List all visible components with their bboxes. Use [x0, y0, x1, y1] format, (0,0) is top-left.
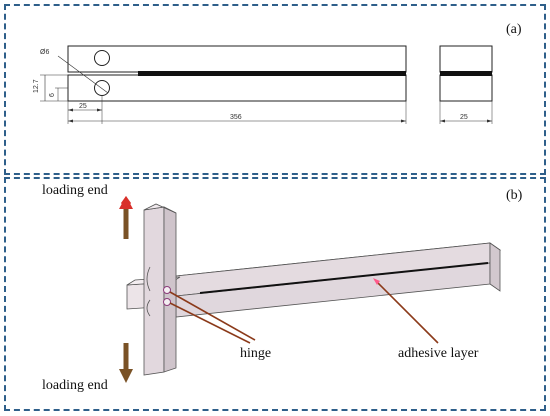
- panel-b-label: (b): [506, 188, 523, 203]
- height-half-text: 6: [49, 93, 56, 97]
- loading-bar-front: [143, 206, 165, 376]
- adhesive-strip: [138, 71, 406, 76]
- length-text: 356: [230, 114, 242, 121]
- arrow-down-head: [119, 369, 133, 383]
- hinge-pointer-1: [169, 291, 256, 341]
- hole-diameter-text: Ø6: [40, 49, 49, 56]
- end-view-adhesive: [440, 71, 492, 76]
- beam-end-face: [489, 242, 501, 292]
- hinge-pointer-2: [169, 302, 251, 344]
- hinge-pin-lower: [163, 298, 171, 306]
- end-view-lower: [439, 74, 493, 102]
- width-text: 25: [460, 114, 468, 121]
- end-view-upper: [439, 45, 493, 73]
- panel-a-frame: [4, 4, 546, 175]
- lower-beam: [67, 74, 407, 102]
- diameter-leader: [57, 55, 109, 94]
- adhesive-line: [199, 262, 489, 294]
- upper-hole: [94, 50, 110, 66]
- panel-b-frame: [4, 177, 546, 411]
- adhesive-pointer: [374, 279, 439, 344]
- upper-beam: [67, 45, 407, 73]
- loading-end-top-label: loading end: [42, 183, 108, 198]
- hinge-pin-upper: [163, 286, 171, 294]
- arrow-down-shaft: [123, 343, 129, 369]
- height-total-text: 12.7: [33, 79, 40, 93]
- arrow-up-shaft: [123, 209, 129, 239]
- loading-end-bottom-label: loading end: [42, 378, 108, 393]
- panel-a-label: (a): [506, 22, 522, 37]
- hinge-label: hinge: [240, 346, 272, 361]
- adhesive-layer-label: adhesive layer: [398, 346, 479, 361]
- lower-hole: [94, 80, 110, 96]
- hole-offset-text: 25: [79, 103, 87, 110]
